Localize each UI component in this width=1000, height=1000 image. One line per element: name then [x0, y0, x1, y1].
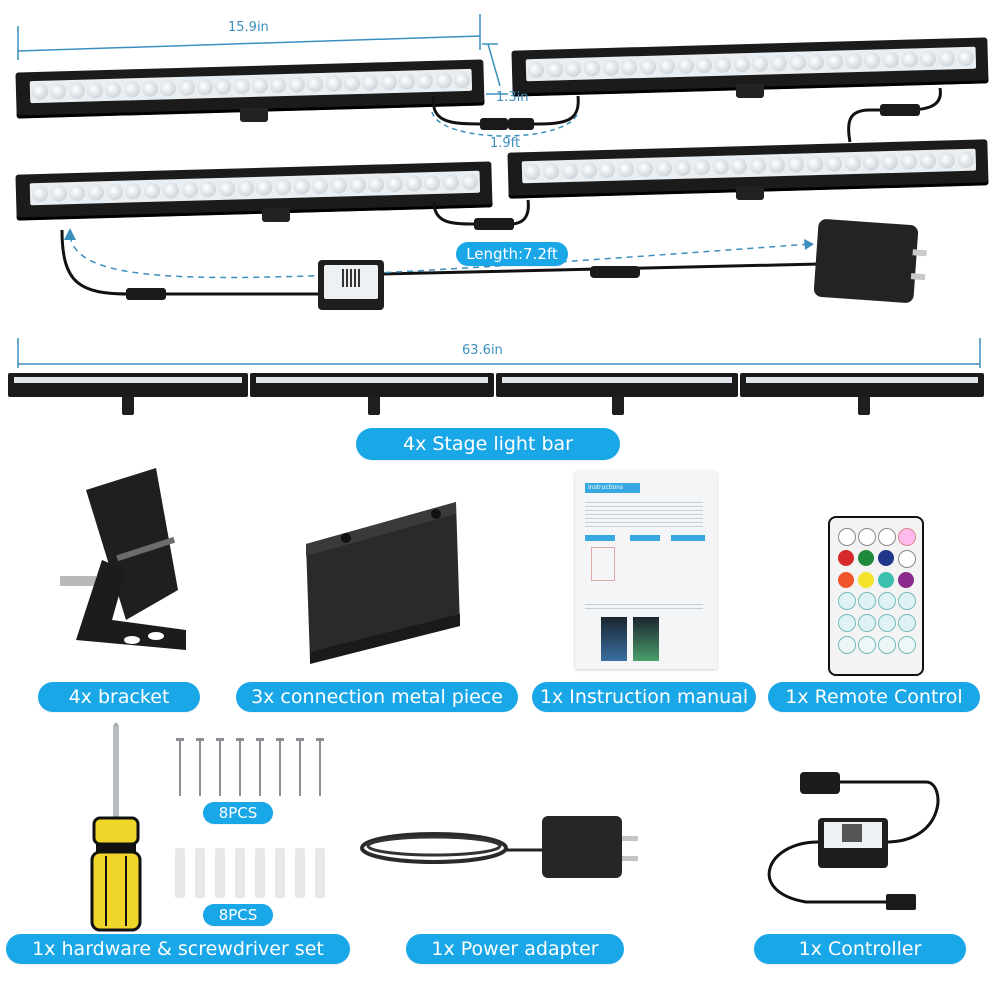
- mount-foot: [736, 186, 764, 200]
- assembled-bar-segment-3: [496, 373, 738, 397]
- main-cable-length-badge: Length:7.2ft: [456, 242, 568, 266]
- screwdriver-image: [90, 722, 142, 932]
- stage-light-bar-label: 4x Stage light bar: [356, 428, 620, 460]
- connector-cable: [847, 87, 942, 143]
- assembled-bar-segment-2: [250, 373, 494, 397]
- bar-height-label: 1.3in: [496, 90, 529, 105]
- main-cable-length-text: Length:7.2ft: [466, 245, 558, 263]
- wall-anchors-image: [175, 848, 325, 898]
- hardware-set-label: 1x hardware & screwdriver set: [6, 934, 350, 964]
- instruction-manual-label: 1x Instruction manual: [532, 682, 756, 712]
- mount-foot: [736, 84, 764, 98]
- instruction-manual-image: Instructions: [575, 471, 717, 669]
- power-adapter-image: [360, 816, 638, 878]
- bracket-label: 4x bracket: [38, 682, 200, 712]
- mount-foot: [262, 208, 290, 222]
- controller-box-inline: [318, 260, 384, 310]
- connection-metal-piece-image: [306, 502, 460, 664]
- anchors-count-text: 8PCS: [218, 906, 258, 924]
- stage-light-bar-text: 4x Stage light bar: [403, 433, 573, 455]
- total-length-dimension-line: [17, 338, 981, 368]
- remote-control-label: 1x Remote Control: [768, 682, 980, 712]
- connector-cable-length: 1.9ft: [490, 136, 521, 151]
- total-length-label: 63.6in: [462, 343, 503, 358]
- assembled-bar-segment-4: [740, 373, 984, 397]
- main-cable: [60, 228, 821, 300]
- bar-length-dimension-line: [17, 14, 481, 60]
- hardware-set-label-text: 1x hardware & screwdriver set: [32, 938, 324, 960]
- controller-image: [767, 772, 940, 910]
- remote-control-label-text: 1x Remote Control: [785, 686, 963, 708]
- screws-image: [176, 738, 324, 796]
- mount-foot: [240, 108, 268, 122]
- power-adapter-label: 1x Power adapter: [406, 934, 624, 964]
- mount-clip: [368, 397, 380, 415]
- remote-control-image: [828, 516, 924, 676]
- connection-metal-piece-label-text: 3x connection metal piece: [251, 686, 503, 708]
- controller-label-text: 1x Controller: [798, 938, 922, 960]
- instruction-manual-label-text: 1x Instruction manual: [539, 686, 749, 708]
- assembled-bar-segment-1: [8, 373, 248, 397]
- mount-clip: [122, 397, 134, 415]
- controller-label: 1x Controller: [754, 934, 966, 964]
- power-adapter-inline: [813, 218, 927, 304]
- connector-cable: [432, 199, 530, 230]
- manual-header: Instructions: [585, 483, 640, 493]
- mount-clip: [858, 397, 870, 415]
- bar-height-dimension-line: [482, 43, 508, 95]
- screws-count-badge: 8PCS: [203, 802, 273, 824]
- anchors-count-badge: 8PCS: [203, 904, 273, 926]
- bracket-label-text: 4x bracket: [68, 686, 170, 708]
- connector-cable: [431, 95, 580, 137]
- mount-clip: [612, 397, 624, 415]
- bracket-image: [60, 468, 186, 650]
- connection-metal-piece-label: 3x connection metal piece: [236, 682, 518, 712]
- power-adapter-label-text: 1x Power adapter: [431, 938, 599, 960]
- screws-count-text: 8PCS: [218, 804, 258, 822]
- bar-length-label: 15.9in: [228, 20, 269, 35]
